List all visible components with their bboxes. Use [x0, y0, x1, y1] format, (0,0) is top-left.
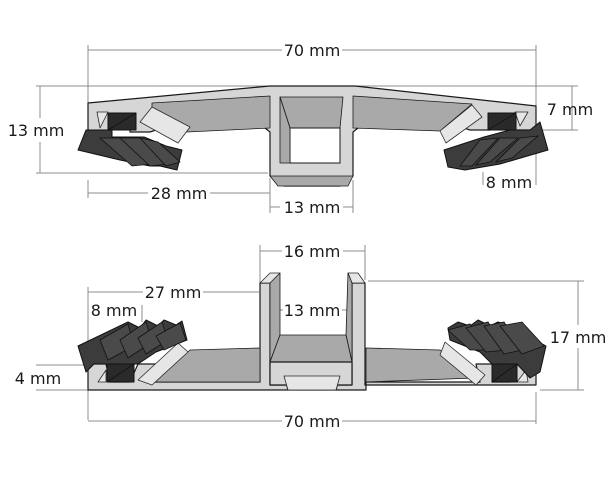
top-profile: 70 mm 13 mm 7 mm 28 mm	[8, 41, 594, 217]
label-top-channel-width: 13 mm	[284, 198, 341, 217]
top-left-filler-strip	[139, 106, 191, 144]
label-bottom-insert-width: 8 mm	[91, 301, 137, 320]
label-top-wing-width: 28 mm	[151, 184, 208, 203]
bottom-left-rubber-insert	[77, 319, 188, 383]
dimension-bottom-overall-height: 17 mm	[368, 280, 607, 391]
dimension-top-wing-width: 28 mm	[87, 178, 271, 213]
label-top-overall-height: 13 mm	[8, 121, 65, 140]
dimension-bottom-insert-width: 8 mm	[91, 301, 143, 322]
bottom-left-filler-strip	[137, 342, 189, 386]
label-bottom-overall-height: 17 mm	[550, 328, 607, 347]
top-right-rubber-insert	[443, 112, 549, 171]
top-right-filler-strip	[439, 104, 483, 144]
dimension-bottom-overall-width: 70 mm	[88, 392, 537, 431]
label-bottom-channel-outer-width: 16 mm	[284, 242, 341, 261]
label-bottom-base-height: 4 mm	[15, 369, 61, 388]
dimension-top-overall-width: 70 mm	[87, 41, 537, 185]
label-bottom-channel-depth: 13 mm	[284, 301, 341, 320]
dimension-bottom-channel-depth: 13 mm	[270, 301, 352, 320]
label-top-insert-width: 8 mm	[486, 173, 532, 192]
top-aluminium-body	[87, 85, 537, 187]
dimension-top-overall-height: 13 mm	[8, 85, 268, 174]
label-bottom-wing-width: 27 mm	[145, 283, 202, 302]
dimension-top-channel-width: 13 mm	[270, 180, 354, 217]
dimension-top-insert-width: 8 mm	[482, 172, 537, 192]
dimension-bottom-wing-width: 27 mm	[87, 283, 259, 420]
label-bottom-overall-width: 70 mm	[284, 412, 341, 431]
label-top-end-height: 7 mm	[547, 100, 593, 119]
bottom-right-rubber-insert	[447, 319, 547, 383]
bottom-profile: 16 mm 13 mm 27 mm 8 mm 4 mm	[15, 242, 607, 431]
dimension-top-end-height: 7 mm	[355, 85, 593, 131]
dimension-bottom-base-height: 4 mm	[15, 364, 88, 391]
label-top-overall-width: 70 mm	[284, 41, 341, 60]
top-left-rubber-insert	[77, 112, 183, 171]
bottom-right-filler-strip	[439, 341, 486, 386]
